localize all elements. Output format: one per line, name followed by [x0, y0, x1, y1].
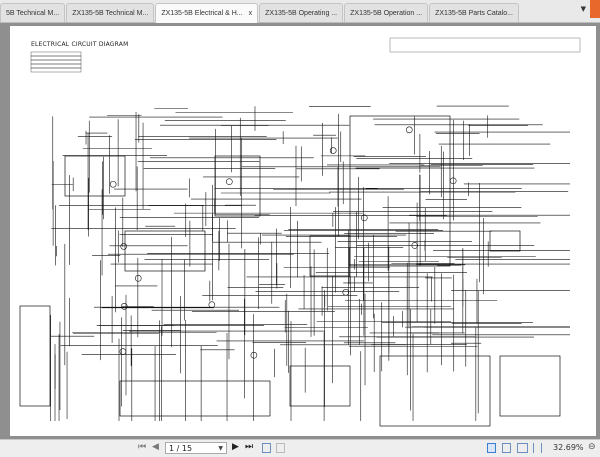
- component-symbol: [449, 177, 457, 185]
- component-symbol: [109, 180, 117, 188]
- continuous-icon[interactable]: [502, 443, 511, 453]
- component-symbol: [208, 301, 216, 308]
- component-block: [214, 155, 261, 217]
- document-viewer[interactable]: ELECTRICAL CIRCUIT DIAGRAM: [0, 23, 600, 439]
- component-symbol: [342, 288, 350, 296]
- tab-technical-manual-2[interactable]: ZX135-5B Technical M...: [66, 3, 155, 22]
- wiring: [50, 105, 570, 421]
- fit-icon[interactable]: [276, 443, 285, 453]
- tab-label: ZX135-5B Technical M...: [72, 10, 149, 17]
- warning-note: [389, 37, 581, 53]
- two-page-icon[interactable]: [517, 443, 528, 453]
- legend-table-row: [30, 55, 82, 61]
- page-number-value: 1 / 15: [169, 444, 193, 453]
- component-symbol: [405, 126, 413, 134]
- tab-label: ZX135-5B Operating ...: [265, 10, 338, 17]
- legend-table-row: [30, 51, 82, 57]
- component-symbol: [411, 242, 419, 249]
- tab-operation[interactable]: ZX135-5B Operation ...: [344, 3, 429, 22]
- app-logo: [590, 0, 600, 18]
- page-number-input[interactable]: 1 / 15 ▼: [165, 442, 227, 454]
- component-block: [64, 155, 126, 197]
- prev-page-icon[interactable]: ◀: [152, 442, 159, 452]
- component-symbol: [120, 303, 128, 310]
- page-title: ELECTRICAL CIRCUIT DIAGRAM: [31, 41, 129, 48]
- rotate-icon[interactable]: [262, 443, 271, 453]
- component-block: [349, 115, 451, 267]
- component-symbol: [250, 351, 258, 359]
- pdf-page: ELECTRICAL CIRCUIT DIAGRAM: [10, 26, 596, 436]
- component-block: [379, 355, 491, 427]
- component-block: [19, 305, 51, 407]
- tab-technical-manual-1[interactable]: 5B Technical M...: [0, 3, 66, 22]
- tab-bar: 5B Technical M... ZX135-5B Technical M..…: [0, 0, 600, 23]
- legend-table-row: [30, 63, 82, 69]
- tab-label: ZX135-5B Electrical & H...: [161, 10, 243, 17]
- tab-label: 5B Technical M...: [6, 10, 60, 17]
- component-symbol: [120, 243, 127, 250]
- component-block: [119, 380, 271, 417]
- single-page-icon[interactable]: [487, 443, 496, 453]
- tab-electrical[interactable]: ZX135-5B Electrical & H... x: [155, 3, 259, 23]
- component-block: [489, 230, 521, 252]
- component-symbol: [119, 348, 127, 355]
- zoom-level[interactable]: 32.69%: [553, 443, 584, 452]
- legend-table-row: [30, 67, 82, 73]
- legend-table-row: [30, 59, 82, 65]
- tab-operating[interactable]: ZX135-5B Operating ...: [259, 3, 344, 22]
- facing-icon[interactable]: [533, 443, 542, 453]
- first-page-icon[interactable]: ⏮: [138, 442, 147, 452]
- component-symbol: [329, 147, 337, 154]
- tab-strip: 5B Technical M... ZX135-5B Technical M..…: [0, 3, 519, 23]
- next-page-icon[interactable]: ▶: [232, 442, 239, 452]
- close-icon[interactable]: x: [248, 10, 253, 17]
- chevron-down-icon[interactable]: ▼: [580, 5, 586, 13]
- component-symbol: [360, 214, 368, 222]
- zoom-out-icon[interactable]: ⊖: [588, 442, 596, 452]
- circuit-diagram: [19, 37, 581, 427]
- component-symbol: [134, 275, 142, 282]
- chevron-down-icon[interactable]: ▼: [218, 445, 223, 452]
- status-bar: ⏮ ◀ 1 / 15 ▼ ▶ ⏭ 32.69% ⊖: [0, 439, 600, 457]
- tab-parts-catalog[interactable]: ZX135-5B Parts Catalo...: [429, 3, 519, 22]
- component-symbol: [226, 178, 233, 186]
- tab-label: ZX135-5B Parts Catalo...: [435, 10, 513, 17]
- component-block: [124, 230, 206, 272]
- component-block: [499, 355, 561, 417]
- last-page-icon[interactable]: ⏭: [245, 442, 254, 452]
- tab-label: ZX135-5B Operation ...: [350, 10, 423, 17]
- component-block: [289, 365, 351, 407]
